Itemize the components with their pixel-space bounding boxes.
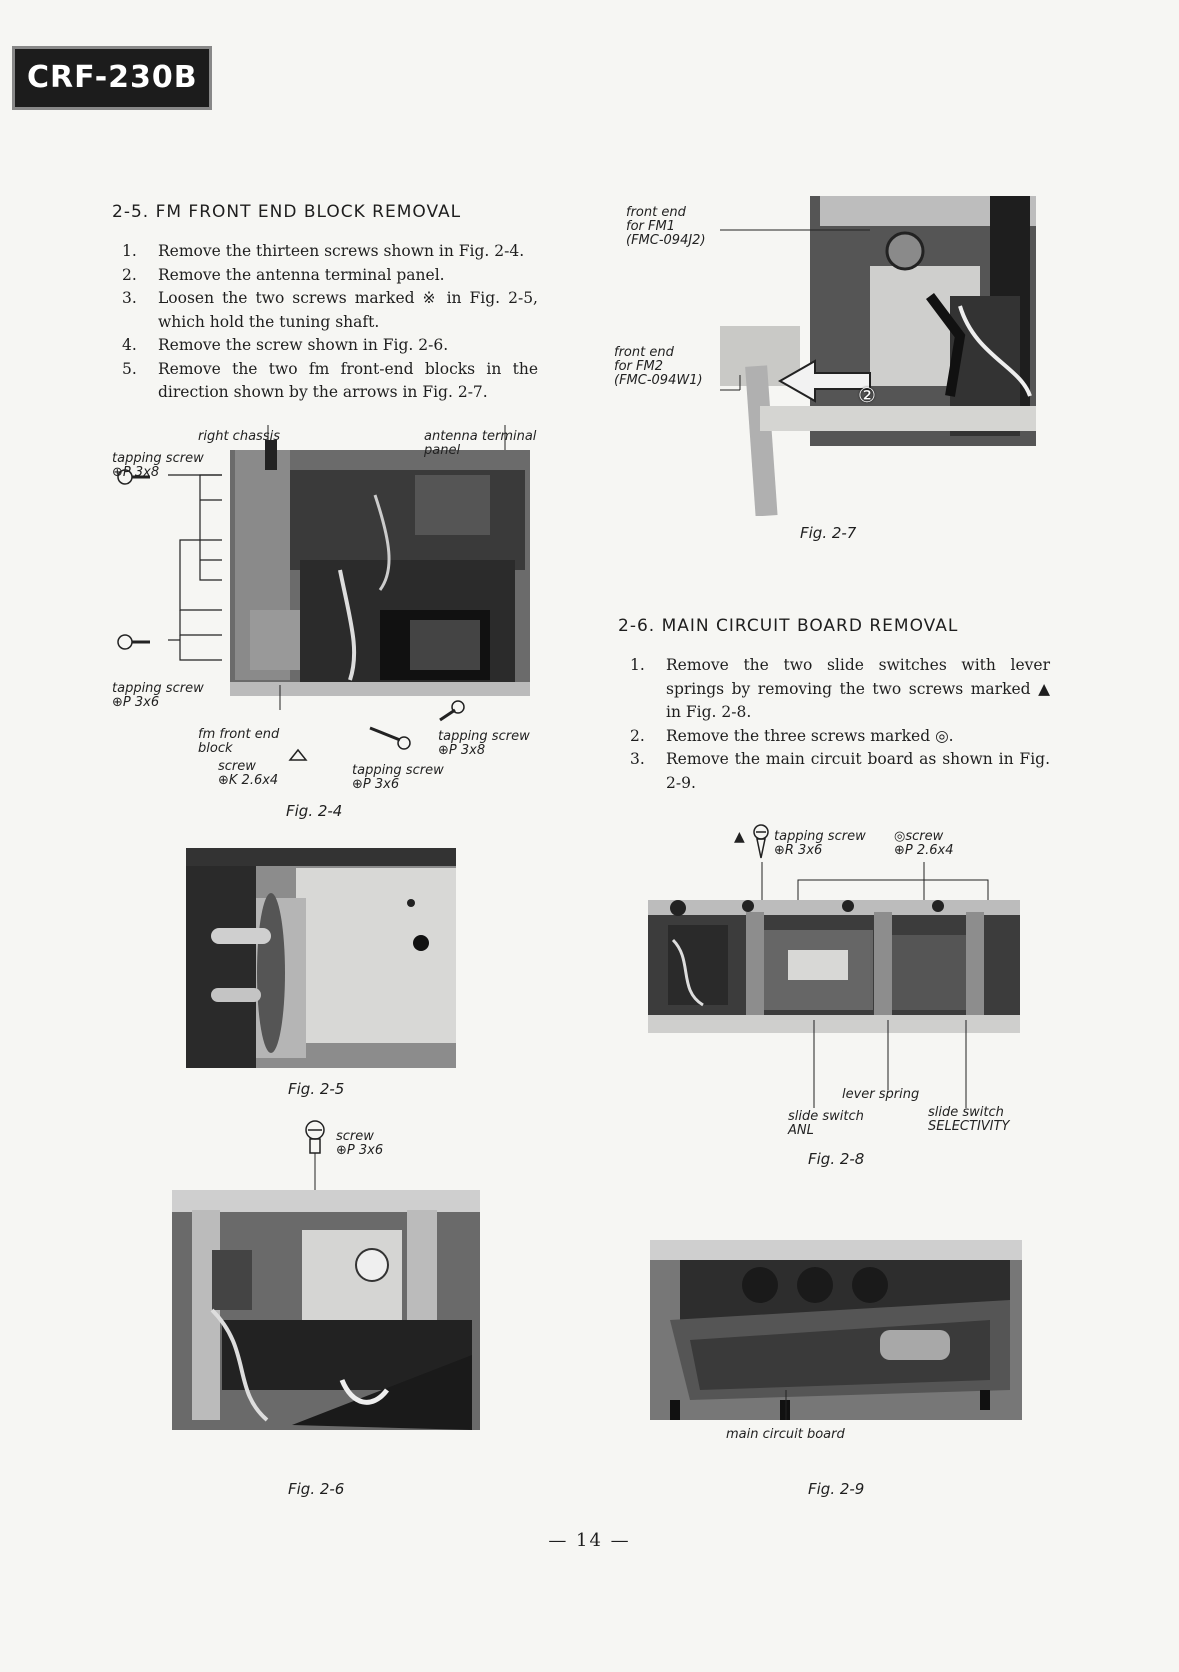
label-tapping-screw-p3x6-b: tapping screw ⊕P 3x6 bbox=[352, 763, 444, 792]
fig-2-5-photo bbox=[186, 848, 456, 1068]
label-antenna-panel: antenna terminal panel bbox=[424, 429, 537, 458]
label-screw-p26x4: ◎screw ⊕P 2.6x4 bbox=[894, 829, 954, 858]
section-title-fm: 2-5. FM FRONT END BLOCK REMOVAL bbox=[112, 202, 462, 222]
label-tapping-screw-r3x6: tapping screw ⊕R 3x6 bbox=[774, 829, 866, 858]
section-title-main: 2-6. MAIN CIRCUIT BOARD REMOVAL bbox=[618, 616, 959, 636]
label-fig-2-6-screw: screw ⊕P 3x6 bbox=[336, 1129, 384, 1158]
steps-main: 1.Remove the two slide switches with lev… bbox=[630, 654, 1050, 795]
label-tapping-screw-p3x8: tapping screw ⊕P 3x8 bbox=[112, 451, 204, 480]
fig-2-4-diagram bbox=[110, 420, 550, 810]
step-item: 5.Remove the two fm front-end blocks in … bbox=[122, 359, 538, 402]
label-fm1: front end for FM1 (FMC-094J2) bbox=[626, 205, 706, 248]
step-item: 1.Remove the two slide switches with lev… bbox=[630, 656, 1050, 721]
label-main-circuit-board: main circuit board bbox=[726, 1427, 845, 1442]
label-right-chassis: right chassis bbox=[198, 429, 280, 444]
fig-2-5-caption: Fig. 2-5 bbox=[288, 1080, 345, 1098]
label-lever-spring: lever spring bbox=[842, 1087, 920, 1102]
fig-2-7-leaders bbox=[720, 200, 870, 400]
step-item: 2.Remove the antenna terminal panel. bbox=[122, 265, 445, 284]
fig-2-6-photo bbox=[172, 1190, 480, 1430]
fig-2-8-photo bbox=[648, 860, 1020, 1120]
step-item: 3.Remove the main circuit board as shown… bbox=[630, 750, 1050, 792]
label-tapping-screw-p3x6: tapping screw ⊕P 3x6 bbox=[112, 681, 204, 710]
page-number: — 14 — bbox=[548, 1530, 631, 1551]
fig-2-9-caption: Fig. 2-9 bbox=[808, 1480, 865, 1498]
label-screw-k: screw ⊕K 2.6x4 bbox=[218, 759, 279, 788]
label-fm2: front end for FM2 (FMC-094W1) bbox=[614, 345, 703, 388]
label-tapping-screw-p3x8-b: tapping screw ⊕P 3x8 bbox=[438, 729, 530, 758]
fig-2-7-photo bbox=[720, 196, 1036, 516]
fig-2-8-screw bbox=[750, 824, 772, 864]
fig-2-8-triangle-mark: ▲ bbox=[734, 829, 745, 845]
steps-fm: 1.Remove the thirteen screws shown in Fi… bbox=[122, 240, 538, 405]
fig-2-7-badge: ② bbox=[858, 383, 876, 407]
label-slide-switch-anl: slide switch ANL bbox=[788, 1109, 864, 1138]
step-item: 1.Remove the thirteen screws shown in Fi… bbox=[122, 242, 525, 260]
fig-2-6-caption: Fig. 2-6 bbox=[288, 1480, 345, 1498]
label-fm-front-end: fm front end block bbox=[198, 727, 280, 756]
step-item: 2.Remove the three screws marked ◎. bbox=[630, 726, 954, 745]
fig-2-7-caption: Fig. 2-7 bbox=[800, 524, 857, 542]
label-slide-switch-selectivity: slide switch SELECTIVITY bbox=[928, 1105, 1010, 1134]
fig-2-4-caption: Fig. 2-4 bbox=[286, 802, 343, 820]
fig-2-9-photo bbox=[650, 1240, 1022, 1420]
fig-2-8-caption: Fig. 2-8 bbox=[808, 1150, 865, 1168]
step-item: 3.Loosen the two screws marked ※ in Fig.… bbox=[122, 289, 538, 331]
model-badge: CRF-230B bbox=[12, 46, 212, 110]
step-item: 4.Remove the screw shown in Fig. 2-6. bbox=[122, 336, 449, 354]
fig-2-6-screw bbox=[300, 1120, 330, 1190]
